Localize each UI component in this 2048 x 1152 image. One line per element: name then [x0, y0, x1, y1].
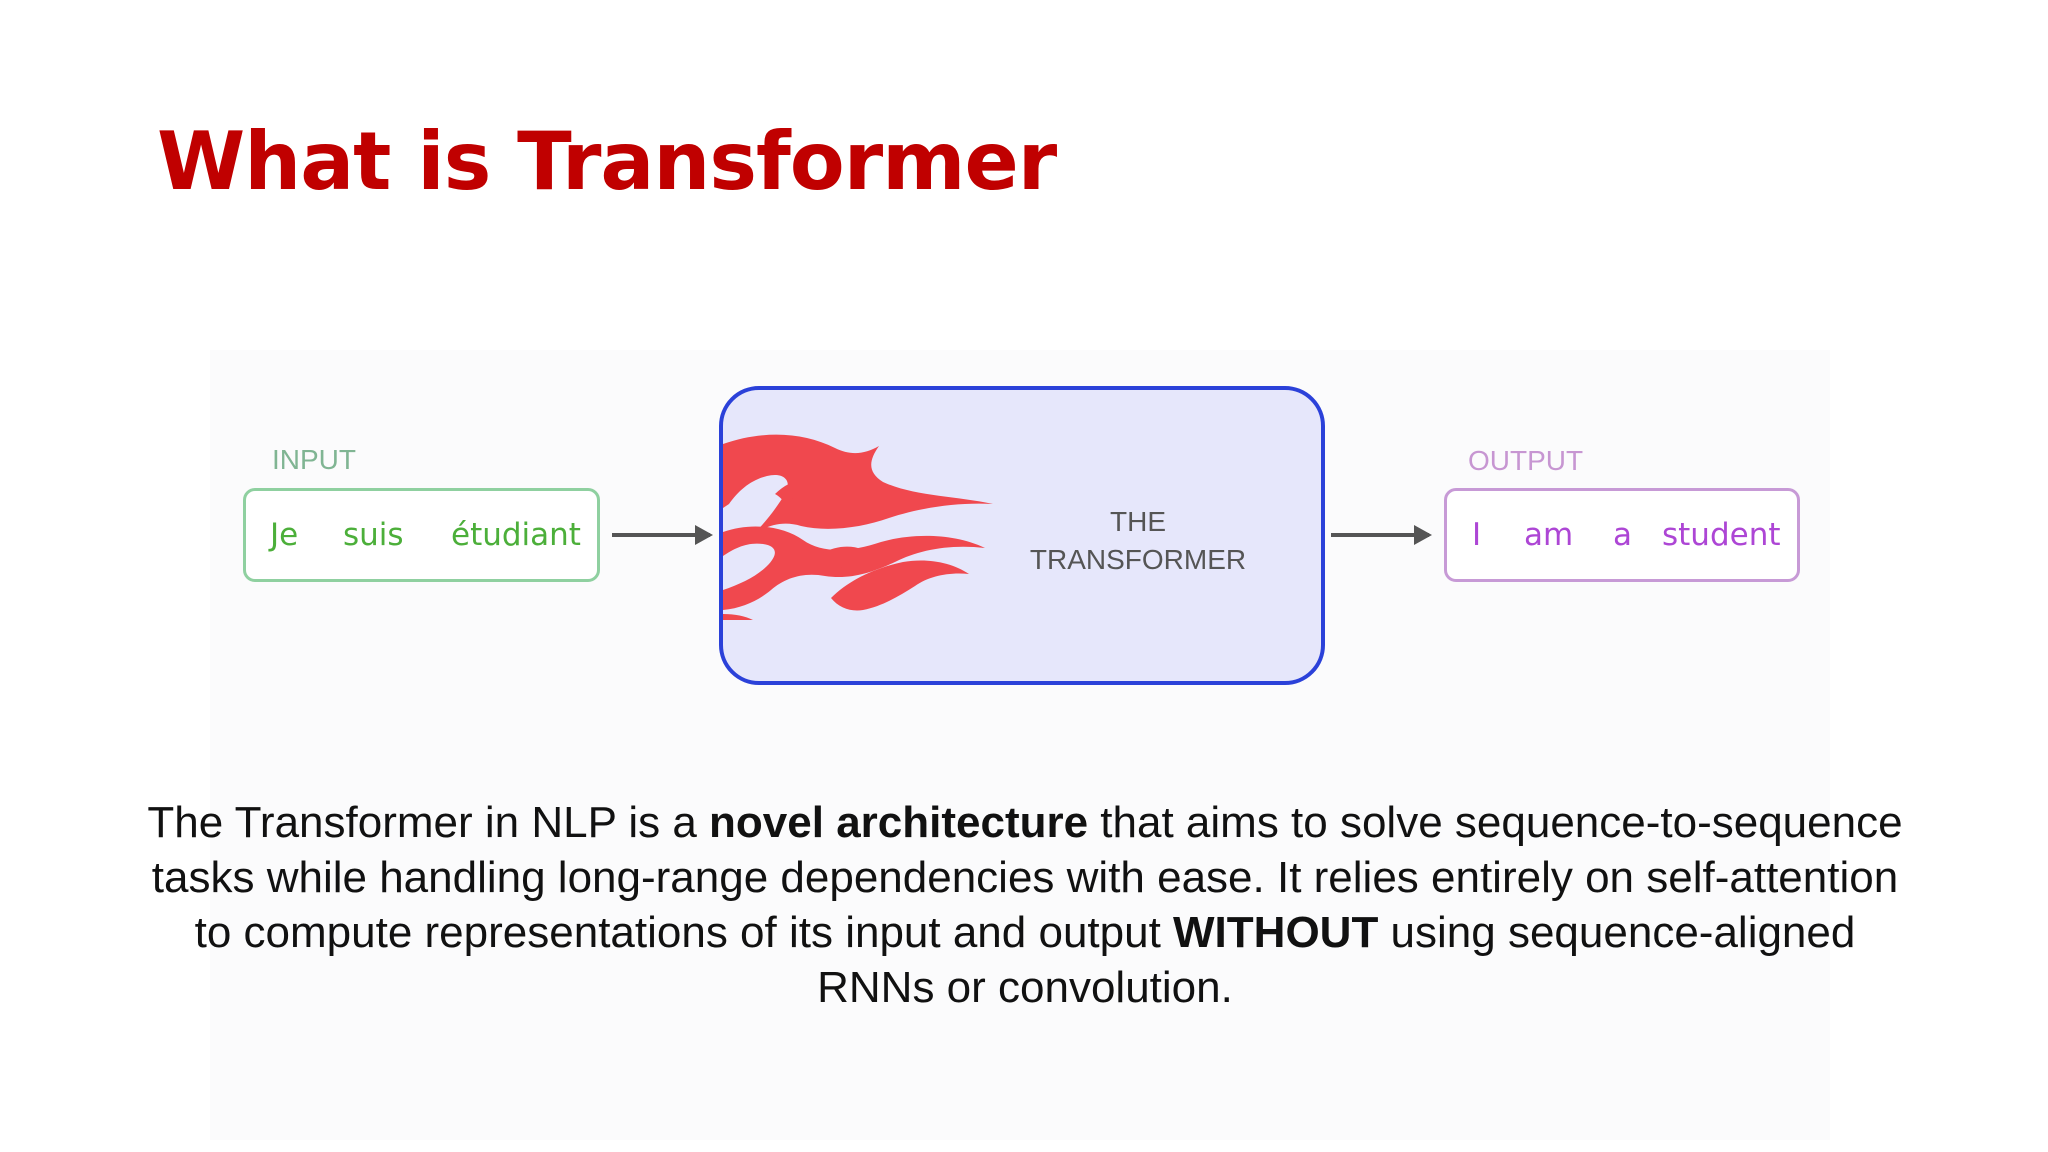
output-word: I: [1472, 517, 1482, 553]
input-word: étudiant: [451, 517, 581, 553]
flames-icon: [723, 434, 993, 620]
input-word: Je: [270, 517, 299, 553]
output-word: am: [1524, 517, 1574, 553]
input-label: INPUT: [272, 444, 356, 475]
description-segment: using sequence-aligned RNNs or convoluti…: [817, 908, 1856, 1012]
description-segment: that aims to solve sequence-to-sequence …: [151, 798, 1903, 957]
description-text: The Transformer in NLP is a novel archit…: [140, 795, 1910, 1015]
input-word: suis: [343, 517, 404, 553]
transformer-label-line: TRANSFORMER: [1029, 544, 1247, 575]
slide-title: What is Transformer: [157, 115, 1057, 208]
transformer-label: THE TRANSFORMER: [1023, 503, 1253, 579]
transformer-box: THE TRANSFORMER: [719, 386, 1325, 685]
description-segment: The Transformer in NLP is a: [147, 798, 710, 847]
output-label: OUTPUT: [1468, 445, 1584, 476]
output-word: student: [1662, 517, 1781, 553]
description-bold: novel architecture: [709, 798, 1089, 847]
output-arrow: [1331, 525, 1432, 545]
input-box: Je suis étudiant: [243, 488, 600, 582]
input-arrow: [612, 525, 713, 545]
output-word: a: [1613, 517, 1632, 553]
transformer-label-line: THE: [1110, 506, 1166, 537]
description-bold: WITHOUT: [1173, 908, 1379, 957]
output-box: I am a student: [1444, 488, 1800, 582]
